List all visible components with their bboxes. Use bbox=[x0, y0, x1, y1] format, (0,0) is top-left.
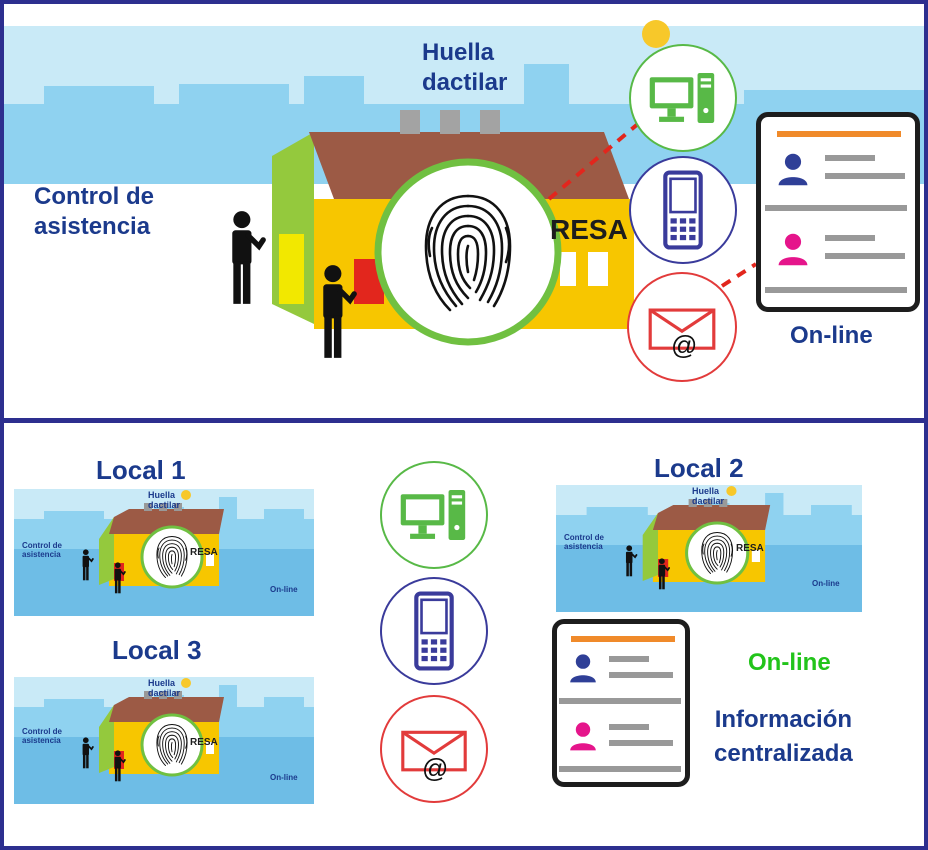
computer-icon bbox=[629, 44, 737, 152]
mobile-phone-icon bbox=[629, 156, 737, 264]
top-panel: Huella dactilar Control de asistencia RE… bbox=[0, 0, 928, 422]
local-3-thumb-sign: RESA bbox=[190, 737, 218, 748]
user-profile-card bbox=[552, 619, 690, 787]
email-icon: @ bbox=[627, 272, 737, 382]
local-3-thumb-online: On-line bbox=[270, 773, 298, 782]
local-2-thumb-online: On-line bbox=[812, 579, 840, 588]
local-1-title: Local 1 bbox=[96, 455, 186, 485]
email-at-symbol: @ bbox=[422, 753, 449, 783]
bottom-online-label: On-line bbox=[748, 649, 831, 676]
top-attendance-title: Control de asistencia bbox=[34, 183, 154, 240]
computer-icon bbox=[380, 461, 488, 569]
local-3-title: Local 3 bbox=[112, 635, 202, 665]
top-fingerprint-title: Huella dactilar bbox=[422, 39, 508, 96]
local-1-thumb-sign: RESA bbox=[190, 547, 218, 558]
email-at-symbol: @ bbox=[671, 330, 698, 360]
mobile-phone-icon bbox=[380, 577, 488, 685]
building-sign: RESA bbox=[550, 214, 628, 245]
centralized-info-label: Información centralizada bbox=[714, 706, 853, 767]
user-profile-card bbox=[756, 112, 920, 312]
local-2-title: Local 2 bbox=[654, 453, 744, 483]
top-online-label: On-line bbox=[790, 322, 873, 349]
local-2-thumb-sign: RESA bbox=[736, 543, 764, 554]
email-icon: @ bbox=[380, 695, 488, 803]
local-1-thumb-online: On-line bbox=[270, 585, 298, 594]
